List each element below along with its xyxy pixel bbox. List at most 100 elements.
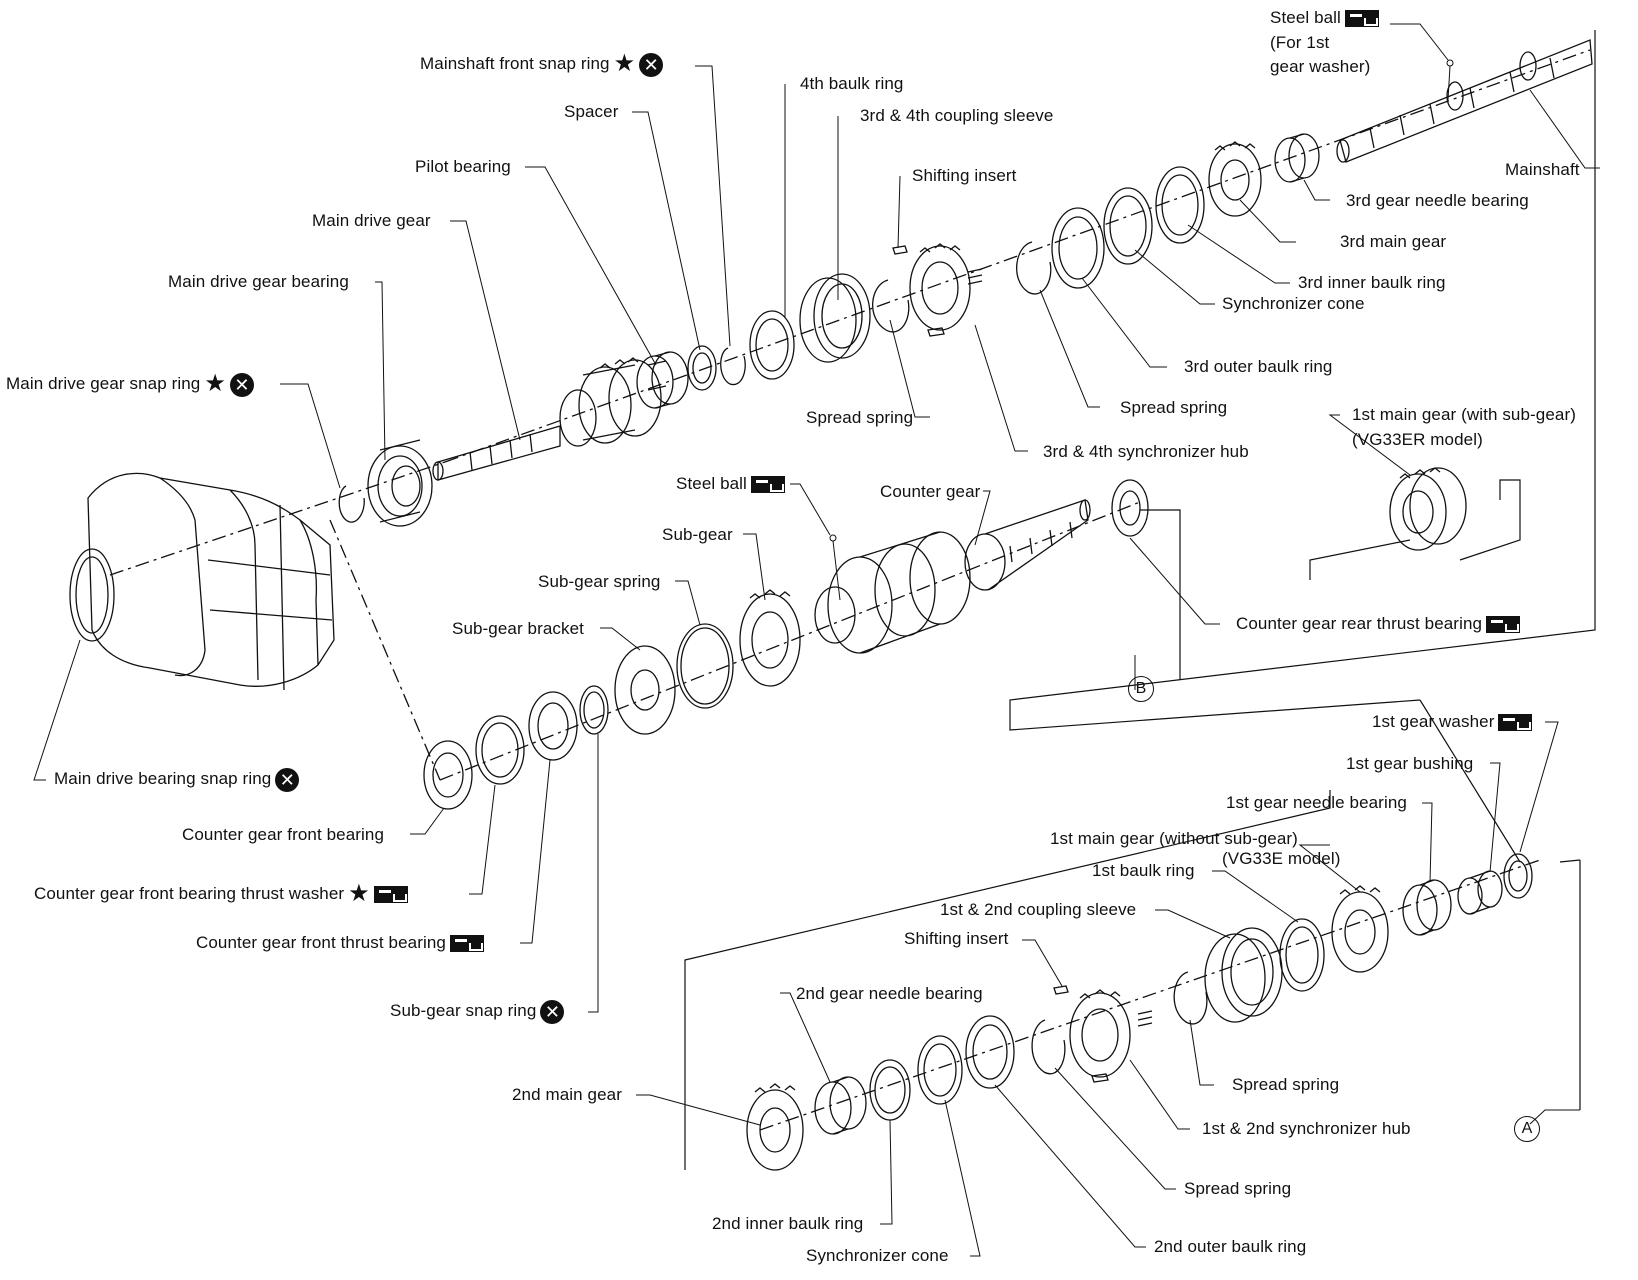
reference-a: A xyxy=(1514,1116,1540,1142)
label-steel-ball-middle: Steel ball xyxy=(676,474,785,494)
synchronizer-hub-34-part xyxy=(909,244,982,331)
label-first-gear-washer: 1st gear washer xyxy=(1372,712,1533,732)
label-third-main-gear: 3rd main gear xyxy=(1340,232,1447,251)
label-synchronizer-cone-top: Synchronizer cone xyxy=(1222,294,1365,313)
third-main-gear-part xyxy=(1208,142,1262,217)
label-counter-gear-front-thrust-bearing: Counter gear front thrust bearing xyxy=(196,933,484,953)
label-synchronizer-hub-12: 1st & 2nd synchronizer hub xyxy=(1202,1119,1411,1138)
lubricate-icon xyxy=(1344,10,1379,28)
label-first-gear-needle-bearing: 1st gear needle bearing xyxy=(1226,793,1407,812)
spread-spring-bottom-part xyxy=(1032,1020,1065,1074)
grouping-lines xyxy=(685,30,1595,1170)
label-spread-spring-upper-left: Spread spring xyxy=(806,408,914,427)
label-sub-gear-snap-ring: Sub-gear snap ring✕ xyxy=(390,1000,565,1024)
leader-lines xyxy=(34,24,1600,1256)
counter-gear-front-bearing-part xyxy=(423,740,473,810)
label-second-main-gear: 2nd main gear xyxy=(512,1085,622,1104)
first-baulk-ring-part xyxy=(1279,918,1325,992)
label-text: Main drive bearing snap ring xyxy=(54,769,272,789)
sub-gear-part xyxy=(739,590,801,687)
star-icon: ★ xyxy=(204,370,226,398)
star-icon: ★ xyxy=(348,880,370,907)
front-thrust-bearing-part xyxy=(528,691,578,761)
label-first-baulk-ring: 1st baulk ring xyxy=(1092,861,1195,880)
do-not-reuse-icon: ✕ xyxy=(540,1000,565,1024)
label-spacer: Spacer xyxy=(564,102,619,121)
lower-axis xyxy=(760,860,1540,1130)
spread-spring-lower-right-part xyxy=(1174,972,1207,1024)
label-steel-ball-note-2: gear washer) xyxy=(1270,57,1371,76)
pilot-bearing-part xyxy=(636,351,689,409)
sub-gear-bracket-part xyxy=(614,645,676,735)
synchronizer-cone-bottom-part xyxy=(917,1035,963,1105)
label-shifting-insert-bottom: Shifting insert xyxy=(904,929,1009,948)
second-main-gear-part xyxy=(746,1084,804,1171)
mainshaft-part xyxy=(1336,40,1592,162)
label-text: 1st gear washer xyxy=(1372,712,1495,731)
label-sub-gear: Sub-gear xyxy=(662,525,733,544)
label-second-inner-baulk-ring: 2nd inner baulk ring xyxy=(712,1214,864,1233)
label-text: Counter gear front bearing thrust washer xyxy=(34,884,345,903)
label-counter-gear-front-bearing-thrust-washer: Counter gear front bearing thrust washer… xyxy=(34,882,408,906)
synchronizer-cone-top-part xyxy=(1103,187,1153,265)
lubricate-icon xyxy=(750,476,785,494)
third-gear-needle-bearing-part xyxy=(1274,133,1320,183)
middle-axis xyxy=(330,502,1140,780)
label-text: Sub-gear snap ring xyxy=(390,1001,537,1021)
label-counter-gear-front-bearing: Counter gear front bearing xyxy=(182,825,385,844)
label-coupling-sleeve-34: 3rd & 4th coupling sleeve xyxy=(860,106,1054,125)
first-gear-needle-bearing-part xyxy=(1402,879,1452,936)
spacer-part xyxy=(687,345,717,391)
label-first-main-gear-without-sub-model: (VG33E model) xyxy=(1222,849,1341,868)
sub-gear-snap-ring-part xyxy=(579,685,609,735)
label-main-drive-gear: Main drive gear xyxy=(312,211,431,230)
label-text: Main drive gear snap ring xyxy=(6,374,201,394)
label-second-gear-needle-bearing: 2nd gear needle bearing xyxy=(796,984,983,1003)
star-icon: ★ xyxy=(613,50,636,78)
label-text: Counter gear rear thrust bearing xyxy=(1236,614,1483,633)
label-spread-spring-lower-right: Spread spring xyxy=(1232,1075,1340,1094)
first-main-gear-with-sub-part xyxy=(1389,468,1467,551)
label-mainshaft: Mainshaft xyxy=(1505,160,1580,179)
do-not-reuse-icon: ✕ xyxy=(275,768,300,792)
second-inner-baulk-ring-part xyxy=(869,1059,911,1121)
thrust-washer-part xyxy=(475,715,525,785)
label-steel-ball-top: Steel ball xyxy=(1270,8,1379,28)
do-not-reuse-icon: ✕ xyxy=(229,373,254,397)
label-pilot-bearing: Pilot bearing xyxy=(415,157,511,176)
label-shifting-insert-top: Shifting insert xyxy=(912,166,1017,185)
sub-gear-spring-part xyxy=(676,623,734,709)
label-steel-ball-note-1: (For 1st xyxy=(1270,33,1330,52)
shifting-insert-bottom-part xyxy=(1054,986,1108,1082)
label-main-drive-gear-snap-ring: Main drive gear snap ring★✕ xyxy=(6,370,254,398)
label-main-drive-gear-bearing: Main drive gear bearing xyxy=(168,272,349,291)
label-first-main-gear-with-sub: 1st main gear (with sub-gear) xyxy=(1352,405,1576,424)
label-counter-gear-rear-thrust-bearing: Counter gear rear thrust bearing xyxy=(1236,614,1521,634)
second-gear-needle-bearing-part xyxy=(814,1076,867,1135)
label-main-drive-bearing-snap-ring: Main drive bearing snap ring✕ xyxy=(54,768,300,792)
label-text: Counter gear front thrust bearing xyxy=(196,933,446,952)
label-text: Steel ball xyxy=(1270,8,1341,27)
label-first-gear-bushing: 1st gear bushing xyxy=(1346,754,1474,773)
label-first-main-gear-with-sub-model: (VG33ER model) xyxy=(1352,430,1483,449)
counter-gear-part xyxy=(814,500,1091,654)
label-third-outer-baulk-ring: 3rd outer baulk ring xyxy=(1184,357,1333,376)
label-synchronizer-hub-34: 3rd & 4th synchronizer hub xyxy=(1043,442,1249,461)
label-counter-gear: Counter gear xyxy=(880,482,981,501)
do-not-reuse-icon: ✕ xyxy=(639,53,664,77)
label-mainshaft-front-snap-ring: Mainshaft front snap ring★✕ xyxy=(420,50,664,78)
second-outer-baulk-ring-part xyxy=(965,1015,1015,1089)
label-text: Steel ball xyxy=(676,474,747,493)
label-spread-spring-upper-right: Spread spring xyxy=(1120,398,1228,417)
spread-spring-upper-right-part xyxy=(1017,242,1051,294)
label-third-gear-needle-bearing: 3rd gear needle bearing xyxy=(1346,191,1529,210)
counter-gear-rear-thrust-bearing-part xyxy=(1111,479,1149,537)
spread-spring-upper-left-part xyxy=(873,280,909,332)
label-coupling-sleeve-12: 1st & 2nd coupling sleeve xyxy=(940,900,1137,919)
upper-axis xyxy=(110,50,1590,575)
label-text: Mainshaft front snap ring xyxy=(420,54,610,74)
third-inner-baulk-ring-part xyxy=(1155,166,1205,244)
label-sub-gear-spring: Sub-gear spring xyxy=(538,572,661,591)
